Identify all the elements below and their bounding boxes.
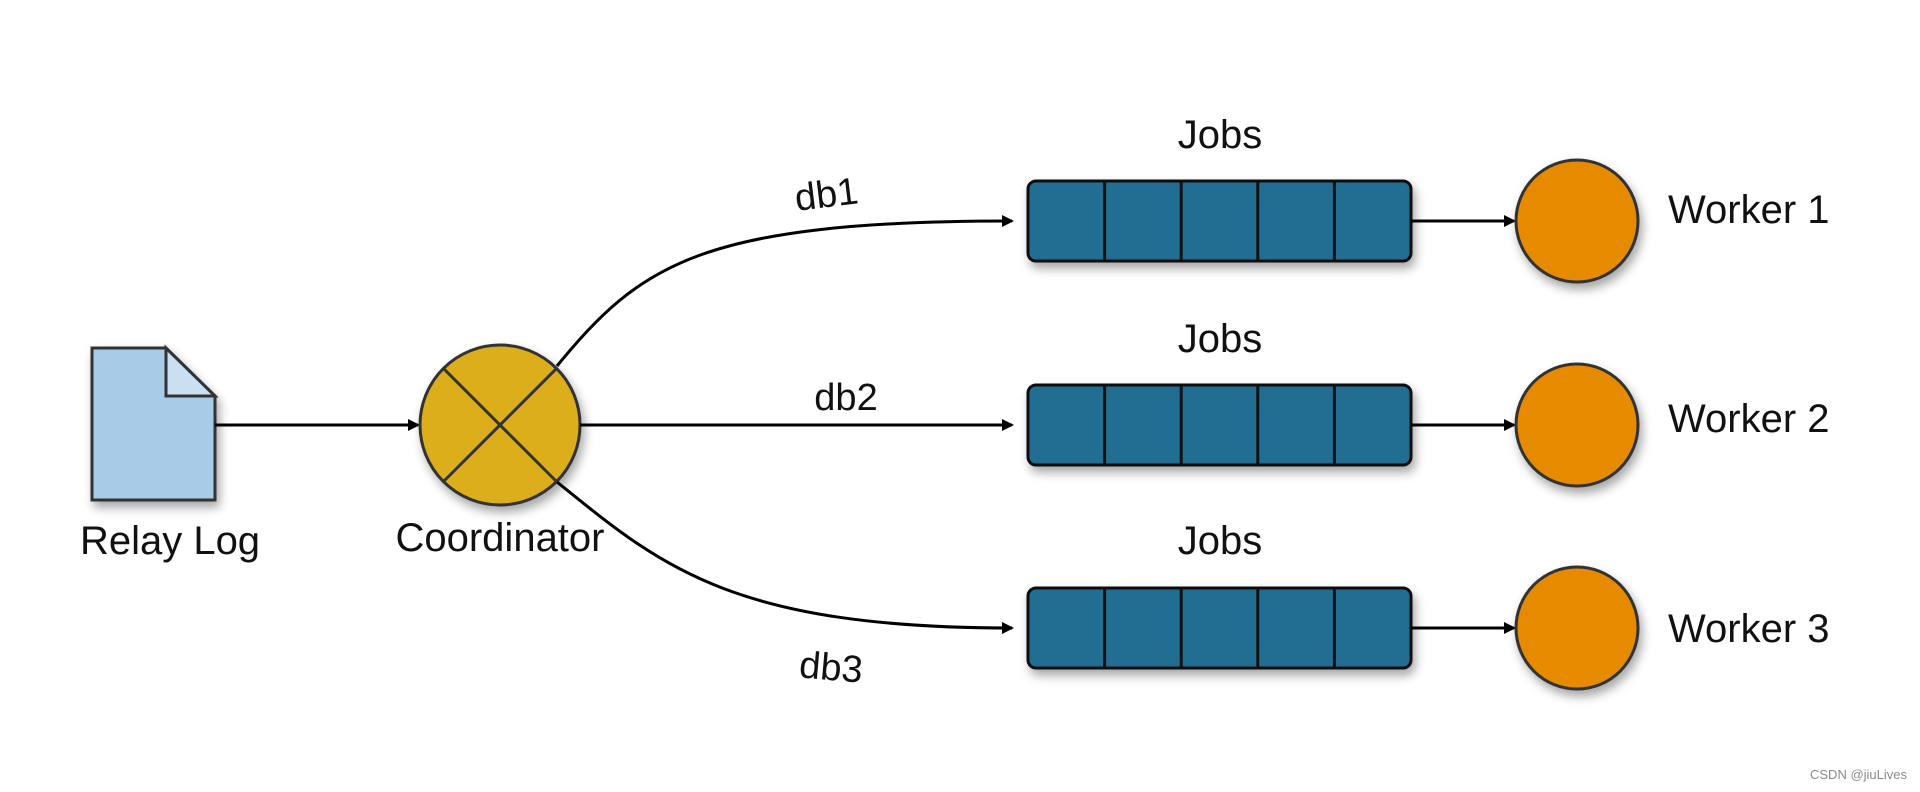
- relay-log-node: Relay Log: [80, 344, 260, 563]
- job-queue-3: Jobs: [1026, 519, 1413, 670]
- edge-db1: [555, 215, 1014, 367]
- queue-label-2: Jobs: [1178, 317, 1263, 361]
- coordinator-node: Coordinator: [395, 343, 605, 560]
- document-fold-icon: [164, 344, 219, 398]
- relay-log-label: Relay Log: [80, 519, 260, 563]
- worker-circle-1: [1514, 158, 1640, 284]
- queue-label-3: Jobs: [1178, 519, 1263, 563]
- worker-label-3: Worker 3: [1668, 607, 1830, 651]
- worker-label-1: Worker 1: [1668, 188, 1830, 232]
- watermark: CSDN @jiuLives: [1810, 767, 1907, 782]
- worker-label-2: Worker 2: [1668, 397, 1830, 441]
- worker-node-1: Worker 1: [1514, 158, 1830, 284]
- document-icon: [90, 346, 217, 502]
- edge-label-db1: db1: [793, 170, 861, 219]
- edge-db3: [556, 480, 1014, 634]
- job-queue-1: Jobs: [1026, 113, 1413, 263]
- coordinator-label: Coordinator: [395, 516, 604, 560]
- edge-label-db2: db2: [814, 377, 877, 419]
- worker-node-2: Worker 2: [1514, 362, 1830, 488]
- queue-label-1: Jobs: [1178, 113, 1263, 157]
- worker-circle-3: [1514, 565, 1640, 691]
- worker-circle-2: [1514, 362, 1640, 488]
- edge-label-db3: db3: [798, 644, 865, 691]
- job-queue-2: Jobs: [1026, 317, 1413, 467]
- worker-node-3: Worker 3: [1514, 565, 1830, 691]
